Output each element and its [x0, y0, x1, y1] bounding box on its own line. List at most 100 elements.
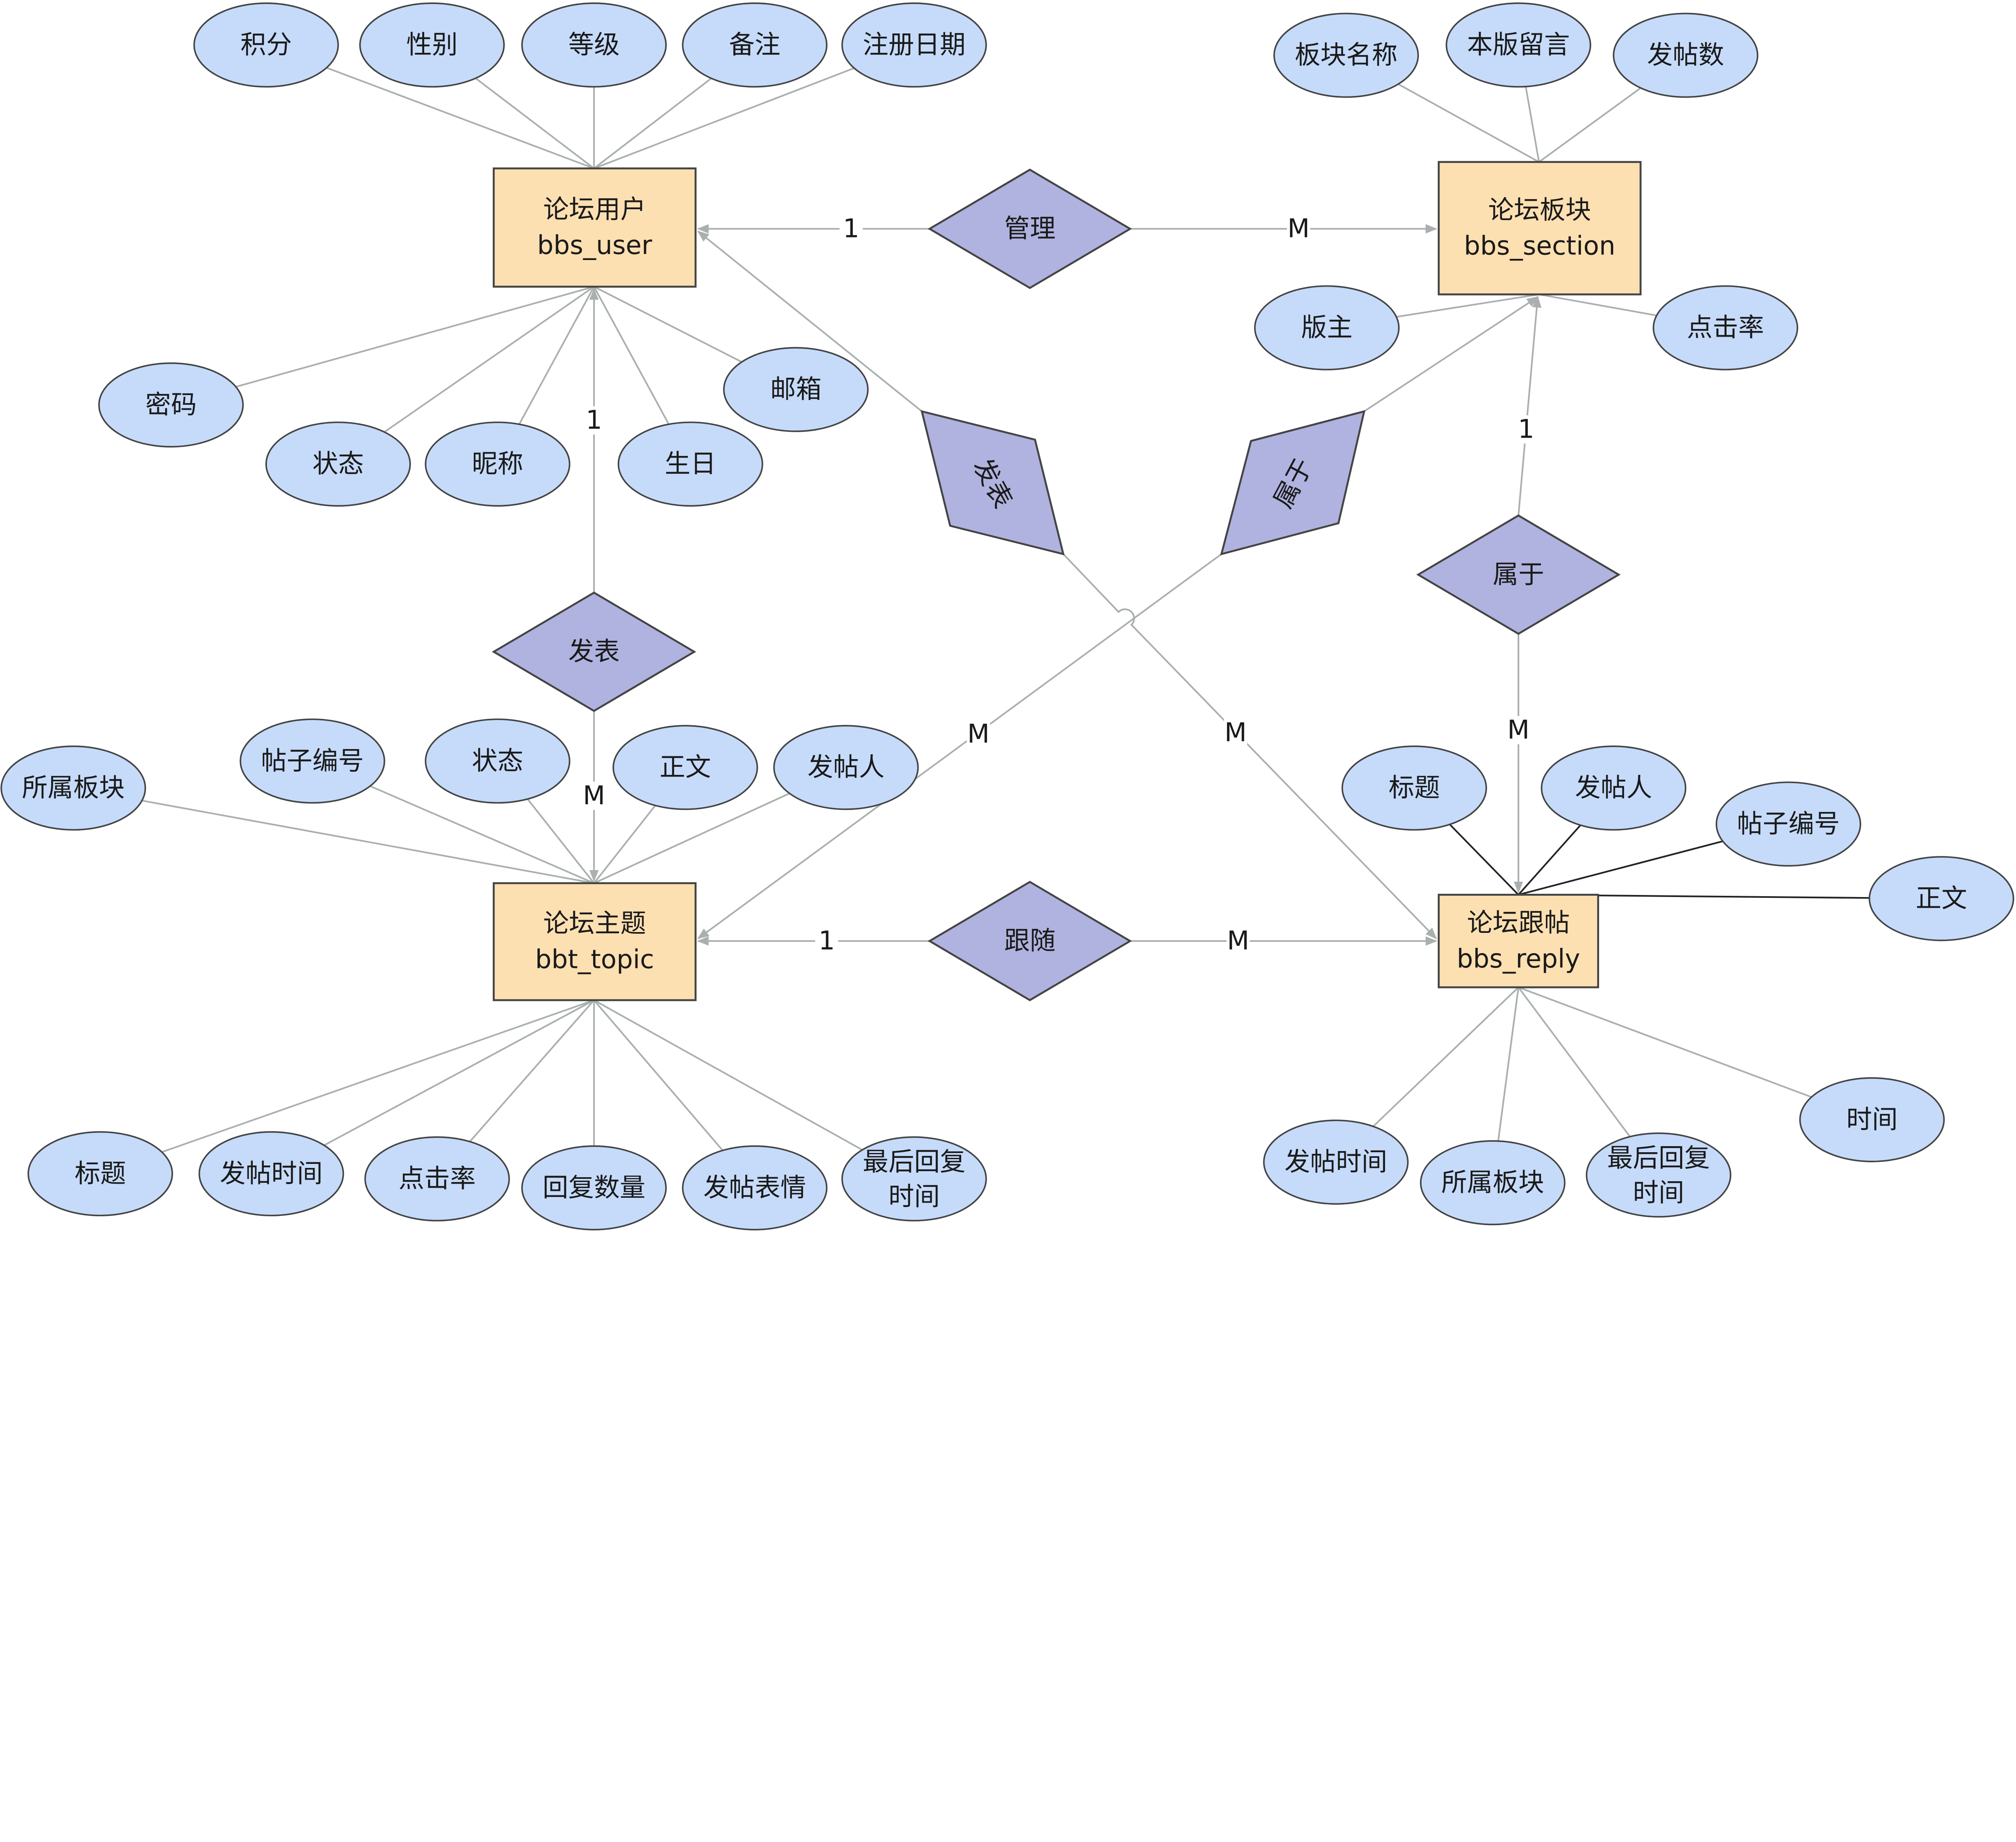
attribute-ellipse — [1445, 2, 1591, 88]
attribute-bbt_topic-状态[interactable]: 状态 — [425, 718, 571, 804]
attribute-bbs_user-注册日期[interactable]: 注册日期 — [841, 2, 987, 88]
attribute-bbs_user-邮箱[interactable]: 邮箱 — [723, 347, 869, 432]
attribute-label: 昵称 — [472, 449, 523, 479]
attribute-bbs_reply-所属板块[interactable]: 所属板块 — [1420, 1140, 1566, 1226]
attribute-ellipse — [1799, 1077, 1945, 1162]
entity-box — [493, 882, 697, 1001]
attribute-label: 本版留言 — [1467, 30, 1570, 60]
attribute-bbs_user-生日[interactable]: 生日 — [617, 421, 763, 507]
attribute-label: 帖子编号 — [1737, 809, 1840, 839]
connector-line — [1517, 296, 1542, 516]
attribute-bbs_section-版主[interactable]: 版主 — [1254, 285, 1400, 370]
relationship-label: 属于 — [1493, 560, 1544, 589]
attribute-label: 帖子编号 — [261, 746, 364, 776]
attribute-label: 性别 — [406, 30, 458, 60]
attribute-bbt_topic-所属板块[interactable]: 所属板块 — [0, 745, 146, 831]
attribute-bbt_topic-标题[interactable]: 标题 — [27, 1131, 173, 1216]
attribute-bbs_reply-时间[interactable]: 时间 — [1799, 1077, 1945, 1162]
attribute-bbs_section-本版留言[interactable]: 本版留言 — [1445, 2, 1591, 88]
attribute-bbs_user-昵称[interactable]: 昵称 — [425, 421, 571, 507]
attribute-bbt_topic-回复数量[interactable]: 回复数量 — [521, 1145, 667, 1230]
attribute-ellipse — [193, 2, 339, 88]
attribute-label: 最后回复 — [1607, 1143, 1710, 1173]
relationship-属于[interactable]: 属于 — [1416, 514, 1621, 635]
attribute-label: 所属板块 — [1441, 1168, 1544, 1198]
attribute-ellipse — [841, 1136, 987, 1222]
attribute-label: 备注 — [729, 30, 781, 60]
attribute-label: 等级 — [568, 30, 620, 60]
attribute-bbs_user-性别[interactable]: 性别 — [359, 2, 505, 88]
relationship-label: 跟随 — [1004, 926, 1056, 956]
attribute-ellipse — [773, 725, 919, 810]
attribute-ellipse — [1868, 856, 2014, 941]
label-bg — [582, 406, 606, 435]
attribute-bbt_topic-发帖人[interactable]: 发帖人 — [773, 725, 919, 810]
attribute-bbs_user-积分[interactable]: 积分 — [193, 2, 339, 88]
attribute-bbs_reply-正文[interactable]: 正文 — [1868, 856, 2014, 941]
attribute-bbs_user-备注[interactable]: 备注 — [682, 2, 828, 88]
attribute-ellipse — [98, 362, 244, 448]
attribute-label: 发帖人 — [1575, 773, 1652, 803]
attribute-ellipse — [521, 1145, 667, 1230]
attribute-ellipse — [364, 1136, 510, 1222]
attribute-ellipse — [723, 347, 869, 432]
label-bg — [1514, 415, 1538, 444]
attribute-bbs_user-状态[interactable]: 状态 — [265, 421, 411, 507]
connector-line — [1364, 296, 1539, 412]
attribute-bbs_reply-发帖人[interactable]: 发帖人 — [1541, 745, 1687, 831]
label-bg — [582, 781, 606, 810]
attribute-label: 回复数量 — [543, 1173, 646, 1203]
attribute-bbs_user-密码[interactable]: 密码 — [98, 362, 244, 448]
relationship-管理[interactable]: 管理 — [927, 169, 1132, 289]
entity-table-name: bbs_section — [1464, 231, 1616, 261]
attribute-ellipse — [1254, 285, 1400, 370]
attribute-bbs_section-点击率[interactable]: 点击率 — [1652, 285, 1798, 370]
connector-line — [697, 231, 923, 412]
attribute-bbs_user-等级[interactable]: 等级 — [521, 2, 667, 88]
relationship-发表[interactable]: 发表 — [492, 591, 696, 712]
label-bg — [1287, 214, 1310, 243]
attribute-ellipse — [612, 725, 758, 810]
attribute-bbs_reply-标题[interactable]: 标题 — [1341, 745, 1487, 831]
entity-name: 论坛主题 — [543, 909, 646, 939]
relationship-label: 管理 — [1004, 214, 1056, 244]
attribute-bbs_reply-发帖时间[interactable]: 发帖时间 — [1263, 1120, 1409, 1205]
attribute-bbs_reply-帖子编号[interactable]: 帖子编号 — [1716, 781, 1862, 867]
attribute-ellipse — [1586, 1132, 1732, 1218]
attribute-label: 发帖时间 — [220, 1159, 323, 1188]
attribute-label: 发帖数 — [1647, 40, 1724, 70]
attribute-label: 积分 — [240, 30, 292, 60]
attribute-link — [100, 999, 594, 1175]
entity-bbs_section[interactable]: 论坛板块 bbs_section — [1437, 161, 1642, 296]
attribute-label: 发帖人 — [808, 753, 885, 783]
attribute-ellipse — [617, 421, 763, 507]
cardinality-label: 1 — [586, 406, 602, 435]
cardinality-label: M — [1507, 715, 1529, 745]
label-bg — [966, 720, 990, 748]
attribute-bbt_topic-正文[interactable]: 正文 — [612, 725, 758, 810]
relationship-发表-diagonal[interactable]: 发表 — [921, 410, 1065, 556]
attribute-ellipse — [359, 2, 505, 88]
attribute-ellipse — [841, 2, 987, 88]
entity-table-name: bbs_user — [537, 231, 652, 260]
attribute-bbs_section-发帖数[interactable]: 发帖数 — [1612, 12, 1758, 98]
entity-name: 论坛板块 — [1488, 195, 1591, 225]
attribute-bbs_section-板块名称[interactable]: 板块名称 — [1273, 12, 1419, 98]
attribute-ellipse — [1716, 781, 1862, 867]
attribute-ellipse — [0, 745, 146, 831]
cardinality-label: 1 — [1518, 414, 1535, 444]
attribute-bbt_topic-发帖时间[interactable]: 发帖时间 — [198, 1131, 344, 1216]
attribute-bbt_topic-发帖表情[interactable]: 发帖表情 — [682, 1145, 828, 1230]
attribute-bbt_topic-帖子编号[interactable]: 帖子编号 — [240, 718, 385, 804]
relationship-属于-diagonal[interactable]: 属于 — [1220, 410, 1366, 556]
label-bg — [839, 214, 863, 243]
attribute-bbt_topic-点击率[interactable]: 点击率 — [364, 1136, 510, 1222]
relationship-跟随[interactable]: 跟随 — [927, 880, 1132, 1001]
attribute-ellipse — [1420, 1140, 1566, 1226]
